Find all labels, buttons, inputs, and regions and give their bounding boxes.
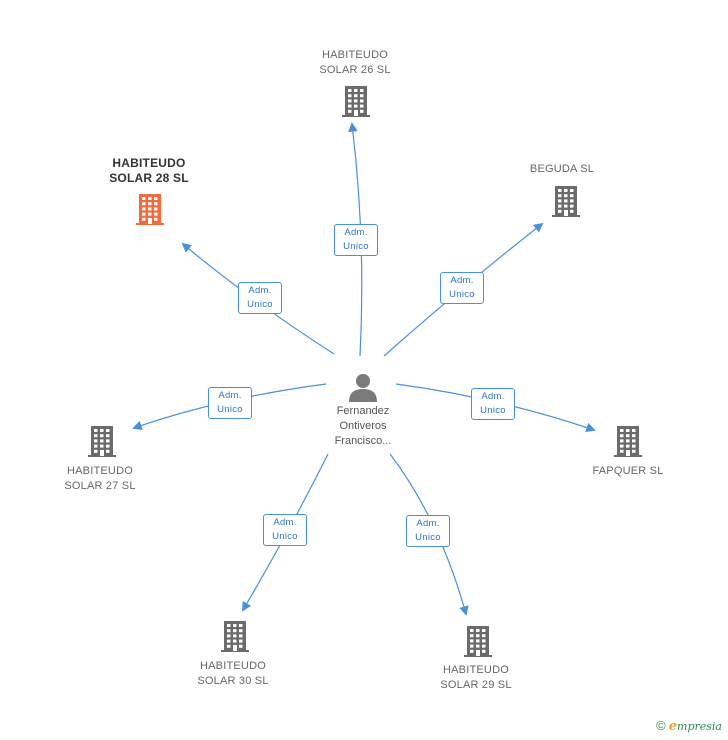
relation-type: Unico [343,241,369,252]
brand-logo-initial: e [668,719,678,734]
company-node-fapquer[interactable]: FAPQUER SL [588,464,668,479]
relation-type: Unico [247,299,273,310]
company-node-s30[interactable]: HABITEUDO SOLAR 30 SL [190,659,276,689]
relation-role: Adm. [344,227,368,238]
building-icon [221,621,249,652]
person-node[interactable]: Fernandez Ontiveros Francisco... [318,372,408,449]
relation-role: Adm. [450,275,474,286]
building-icon-wrap[interactable] [219,619,251,653]
relation-role: Adm. [416,518,440,529]
building-icon [88,426,116,457]
relation-type: Unico [415,532,441,543]
relation-badge[interactable]: Adm. Unico [440,272,484,304]
company-name[interactable]: HABITEUDO SOLAR 29 SL [440,664,512,691]
company-name[interactable]: FAPQUER SL [592,465,664,477]
company-name[interactable]: HABITEUDO SOLAR 27 SL [64,465,136,492]
person-icon [349,374,377,402]
relation-role: Adm. [273,517,297,528]
relation-type: Unico [480,405,506,416]
building-icon-wrap[interactable] [462,624,494,658]
company-node-s29[interactable]: HABITEUDO SOLAR 29 SL [432,663,520,693]
company-node-s27[interactable]: HABITEUDO SOLAR 27 SL [58,464,142,494]
relation-type: Unico [272,531,298,542]
company-name[interactable]: HABITEUDO SOLAR 28 SL [109,156,189,185]
footer-brand: ©empresia [656,718,722,734]
building-icon [342,86,370,117]
person-name: Fernandez Ontiveros Francisco... [334,405,392,447]
relation-badge[interactable]: Adm. Unico [238,282,282,314]
company-name[interactable]: HABITEUDO SOLAR 30 SL [197,660,269,687]
relation-type: Unico [217,404,243,415]
building-icon [464,626,492,657]
building-icon-wrap[interactable] [86,424,118,458]
brand-logo-text: mpresia [677,720,722,733]
relation-badge[interactable]: Adm. Unico [208,387,252,419]
company-node-s26[interactable]: HABITEUDO SOLAR 26 SL [310,48,400,78]
company-node-s28[interactable]: HABITEUDO SOLAR 28 SL [104,156,194,186]
building-icon-wrap[interactable] [134,192,166,226]
building-icon [136,194,164,225]
building-icon [614,426,642,457]
building-icon-wrap[interactable] [340,84,372,118]
relation-role: Adm. [248,285,272,296]
company-name[interactable]: BEGUDA SL [529,163,595,175]
copyright-icon: © [656,718,666,733]
relation-badge[interactable]: Adm. Unico [334,224,378,256]
building-icon-wrap[interactable] [550,184,582,218]
relation-role: Adm. [218,390,242,401]
relation-badge[interactable]: Adm. Unico [263,514,307,546]
building-icon-wrap[interactable] [612,424,644,458]
company-name[interactable]: HABITEUDO SOLAR 26 SL [319,49,391,76]
relation-type: Unico [449,289,475,300]
building-icon [552,186,580,217]
relation-role: Adm. [481,391,505,402]
relation-badge[interactable]: Adm. Unico [406,515,450,547]
company-node-beguda[interactable]: BEGUDA SL [520,162,604,177]
relation-badge[interactable]: Adm. Unico [471,388,515,420]
